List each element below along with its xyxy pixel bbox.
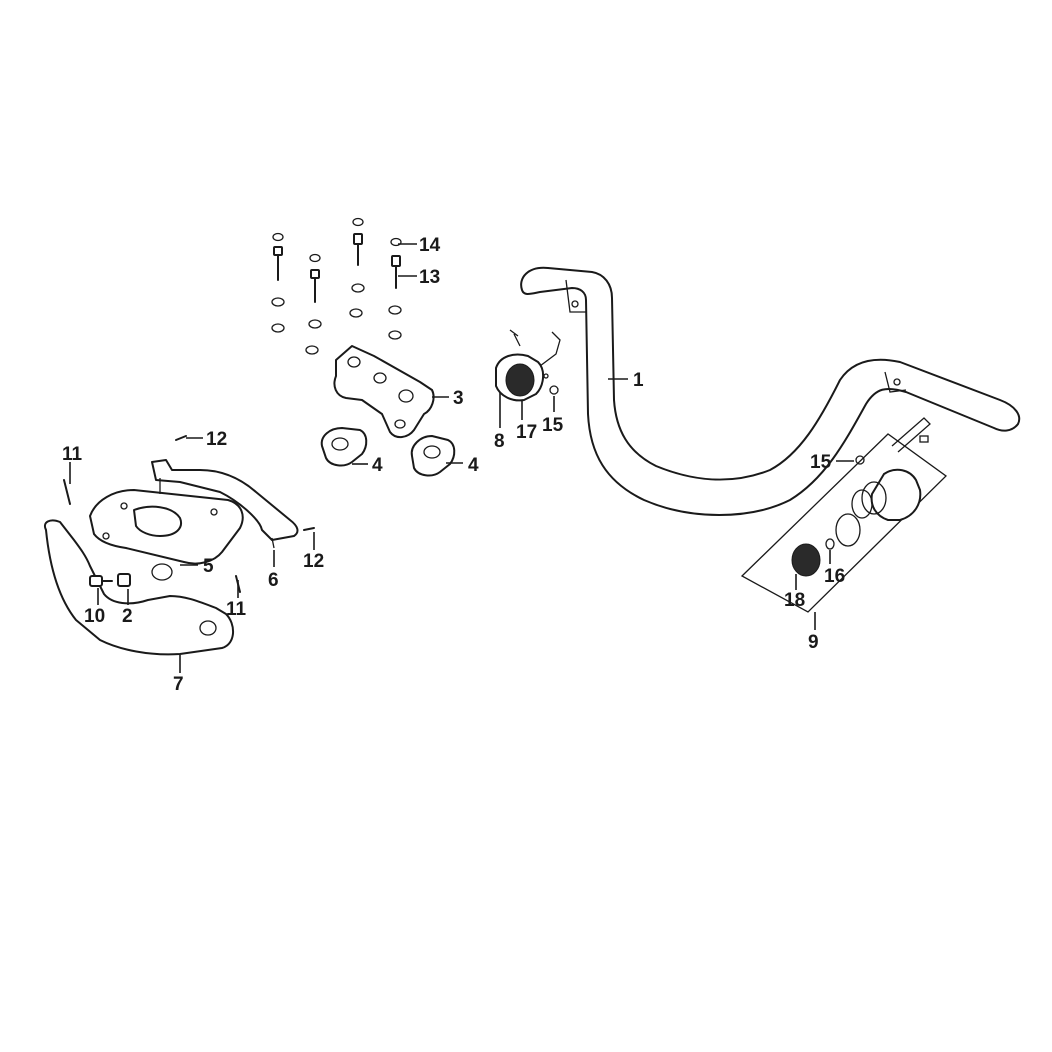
callout-9: 9 (808, 632, 819, 653)
lower-clamps (320, 427, 456, 477)
side-bracket (151, 459, 299, 549)
callout-16: 16 (824, 566, 845, 587)
callout-13: 13 (419, 267, 440, 288)
callout-3: 3 (453, 388, 464, 409)
callout-1: 1 (633, 370, 644, 391)
callout-15-right: 15 (810, 452, 832, 473)
callout-4-left: 4 (372, 455, 383, 476)
callout-10: 10 (84, 606, 105, 627)
rack-plate (89, 489, 244, 581)
callout-18: 18 (784, 590, 805, 611)
small-fasteners (63, 435, 315, 593)
clamp-bolts (271, 217, 402, 355)
callout-5: 5 (203, 556, 214, 577)
callout-7: 7 (173, 674, 184, 695)
callout-4-right: 4 (468, 455, 479, 476)
callout-12-right: 12 (303, 551, 324, 572)
callout-6: 6 (268, 570, 279, 591)
leader-lines (69, 243, 854, 673)
handlebar (520, 266, 1021, 516)
right-indicator-assembly (740, 417, 948, 613)
callout-17: 17 (516, 422, 537, 443)
callout-11-bottom: 11 (226, 599, 247, 620)
callout-2: 2 (122, 606, 133, 627)
callout-11-top: 11 (62, 444, 83, 465)
upper-clamp (333, 345, 435, 438)
callout-14: 14 (419, 235, 441, 256)
backrest-bar (44, 519, 234, 656)
callout-8: 8 (494, 431, 505, 452)
callout-15-left: 15 (542, 415, 564, 436)
callout-labels: 1 2 3 4 4 5 6 7 8 9 10 11 11 12 12 13 14… (62, 235, 845, 695)
left-indicator (495, 329, 561, 402)
callout-12-top: 12 (206, 429, 227, 450)
